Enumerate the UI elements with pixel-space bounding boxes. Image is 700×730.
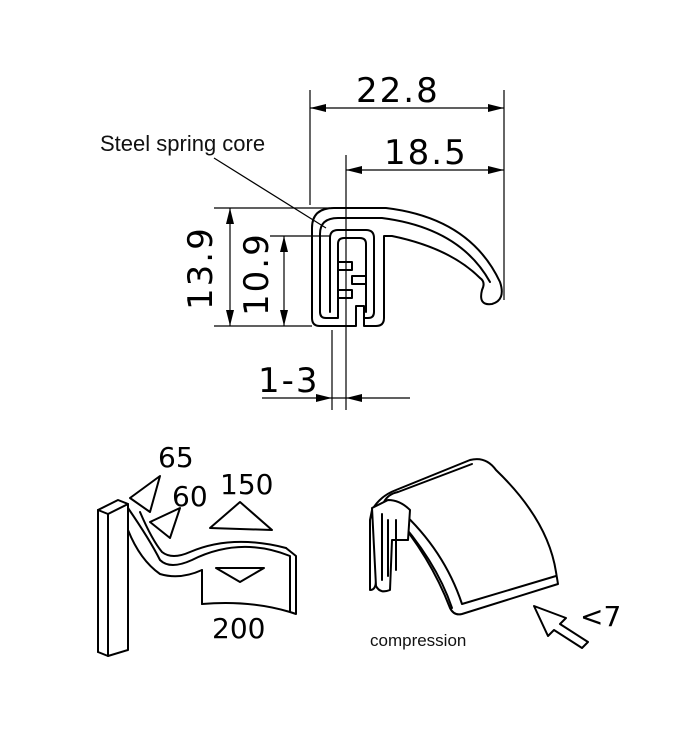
force-label-compression: <7 xyxy=(580,600,621,633)
dim-grip-range: 1-3 xyxy=(258,361,320,401)
dim-inner-height: 10.9 xyxy=(237,232,277,316)
force-arrow-200 xyxy=(215,567,265,583)
force-label-200: 200 xyxy=(212,612,265,645)
compression-arrow-icon xyxy=(533,605,589,649)
force-arrow-60 xyxy=(149,507,181,539)
dimension-lines xyxy=(213,90,505,410)
dim-overall-width: 22.8 xyxy=(356,71,440,111)
compression-caption: compression xyxy=(370,631,466,650)
cross-section-profile xyxy=(311,207,503,327)
force-label-150: 150 xyxy=(220,468,273,501)
force-label-60: 60 xyxy=(172,480,208,513)
force-arrow-150 xyxy=(209,501,273,531)
steel-core-label: Steel spring core xyxy=(100,131,265,156)
dim-lip-width: 18.5 xyxy=(384,133,468,173)
force-arrow-65 xyxy=(129,475,161,513)
force-test-diagram xyxy=(97,475,297,657)
dim-overall-height: 13.9 xyxy=(181,226,221,310)
force-label-65: 65 xyxy=(158,441,194,474)
compression-diagram xyxy=(369,458,589,649)
